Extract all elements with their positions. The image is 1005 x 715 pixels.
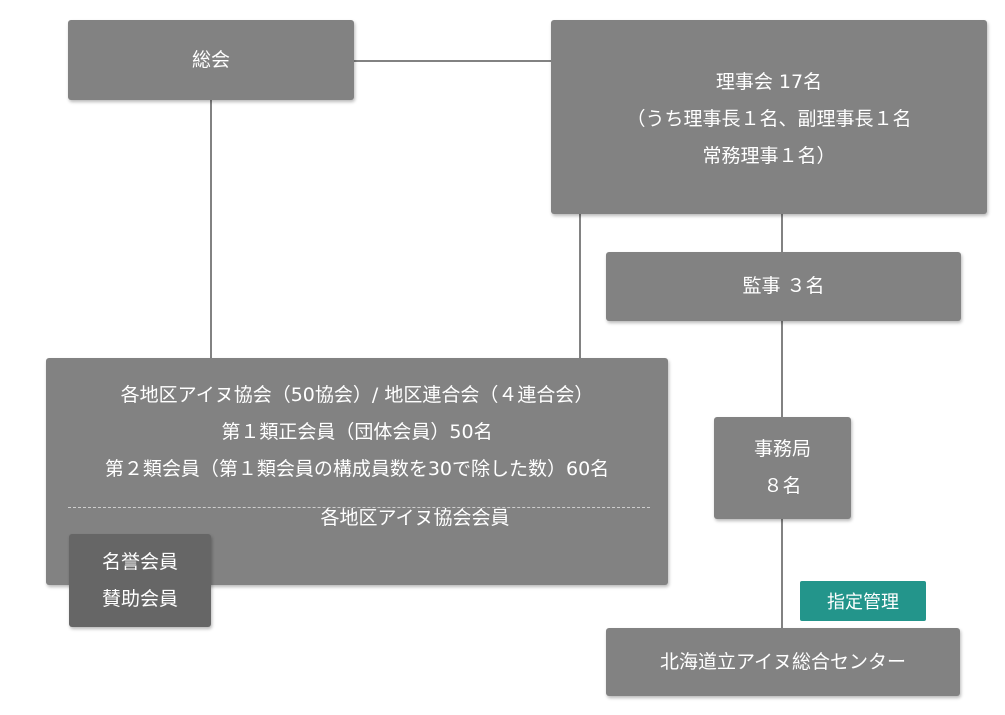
rijikai-line-3: 常務理事１名） [702, 144, 836, 167]
kanji-label: 監事 ３名 [742, 275, 825, 297]
connector-rijikai-members [579, 212, 581, 360]
kanji-box: 監事 ３名 [606, 252, 961, 321]
connector-soukai-members [210, 100, 212, 360]
rijikai-line-1: 理事会 17名 [715, 70, 823, 93]
members-line-1: 各地区アイヌ協会（50協会）/ 地区連合会（４連合会） [120, 384, 594, 406]
members-line-3: 第２類会員（第１類会員の構成員数を30で除した数）60名 [104, 458, 610, 480]
rijikai-box: 理事会 17名 （うち理事長１名、副理事長１名 常務理事１名） [551, 20, 987, 214]
members-line-2: 第１類正会員（団体会員）50名 [221, 421, 493, 443]
jimukyoku-line-1: 事務局 [753, 438, 811, 460]
jimukyoku-box: 事務局 ８名 [714, 417, 851, 519]
connector-soukai-rijikai [352, 60, 552, 62]
members-sub-label: 各地区アイヌ協会会員 [320, 507, 510, 529]
connector-kanji-jimukyoku [781, 320, 783, 418]
soukai-label: 総会 [191, 48, 230, 71]
honorary-box: 名誉会員 賛助会員 [69, 534, 211, 627]
jimukyoku-line-2: ８名 [763, 475, 802, 497]
soukai-box: 総会 [68, 20, 354, 100]
connector-jimukyoku-center [781, 518, 783, 630]
rijikai-line-2: （うち理事長１名、副理事長１名 [626, 107, 912, 130]
designated-badge: 指定管理 [800, 581, 926, 621]
center-box: 北海道立アイヌ総合センター [606, 628, 960, 696]
honorary-line-1: 名誉会員 [101, 550, 178, 573]
honorary-line-2: 賛助会員 [101, 587, 178, 610]
center-label: 北海道立アイヌ総合センター [659, 650, 907, 673]
designated-label: 指定管理 [827, 592, 899, 613]
connector-rijikai-kanji [781, 212, 783, 254]
members-divider [68, 507, 650, 508]
